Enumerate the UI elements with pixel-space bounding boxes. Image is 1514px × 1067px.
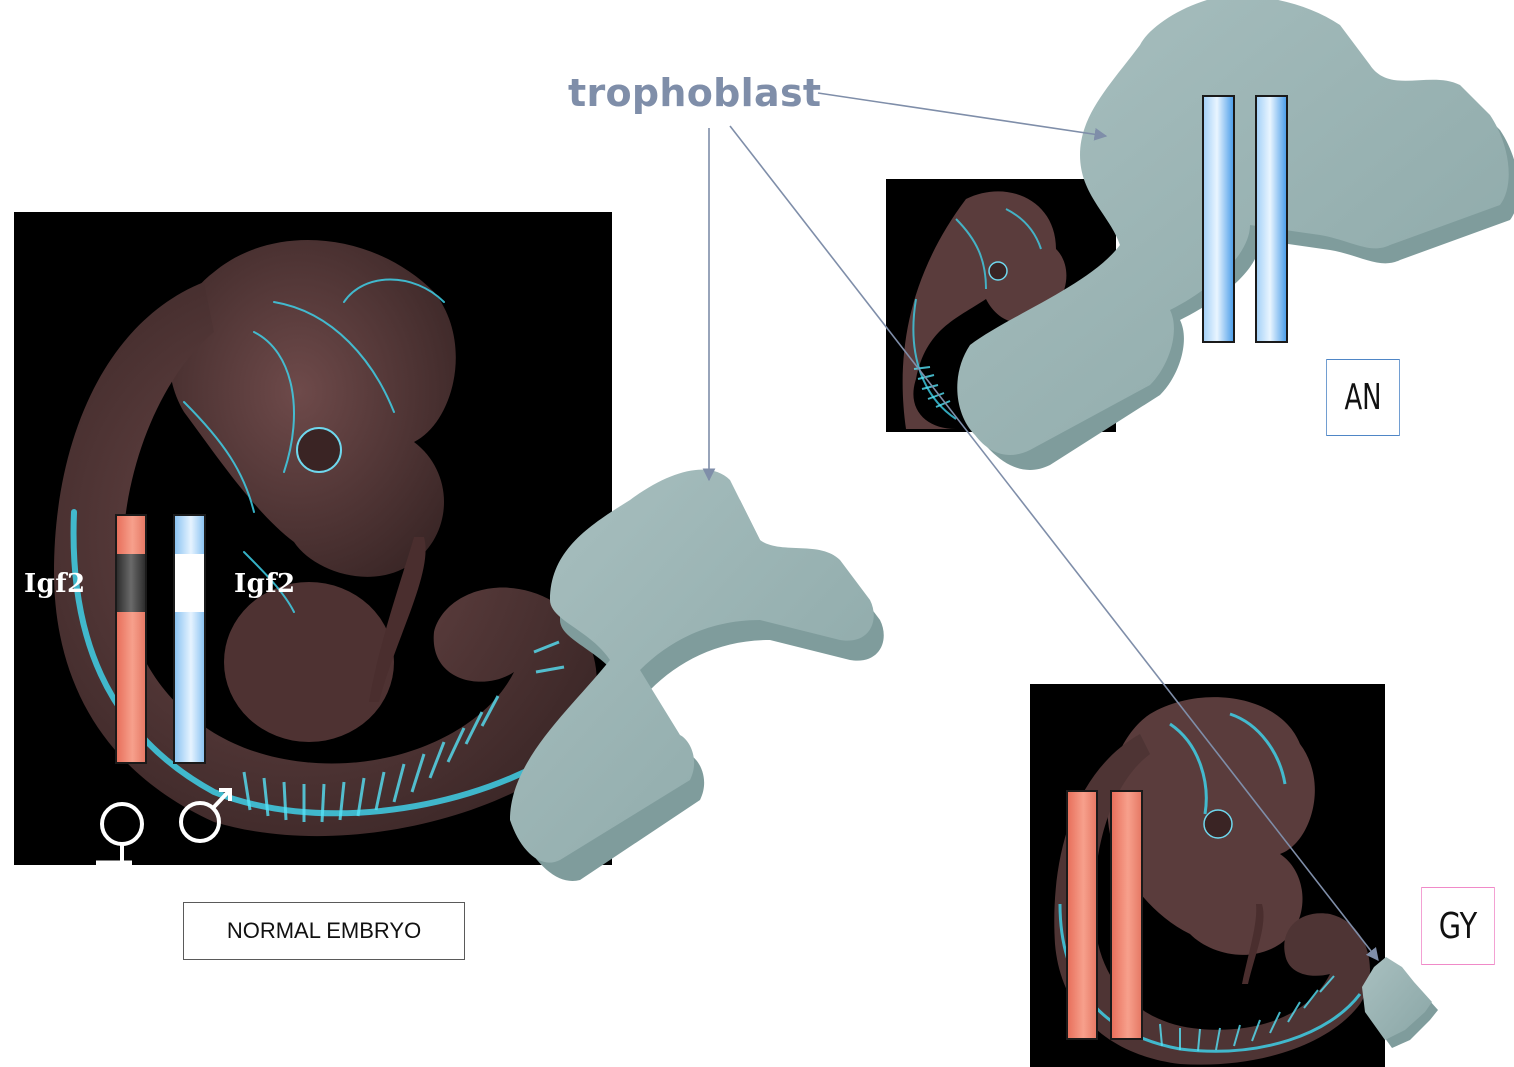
an-paternal-chromosome-2 <box>1255 95 1288 343</box>
an-paternal-chromosome-1 <box>1202 95 1235 343</box>
androgenote-caption: AN <box>1326 359 1400 436</box>
arrow-to-an <box>818 93 1106 136</box>
normal-trophoblast-shape <box>510 470 884 881</box>
gy-trophoblast-shape <box>1362 957 1438 1048</box>
normal-embryo-caption: NORMAL EMBRYO <box>183 902 465 960</box>
trophoblast-label: trophoblast <box>568 71 821 115</box>
gynogenote-caption: GY <box>1421 887 1495 965</box>
an-trophoblast-shape <box>957 0 1514 470</box>
